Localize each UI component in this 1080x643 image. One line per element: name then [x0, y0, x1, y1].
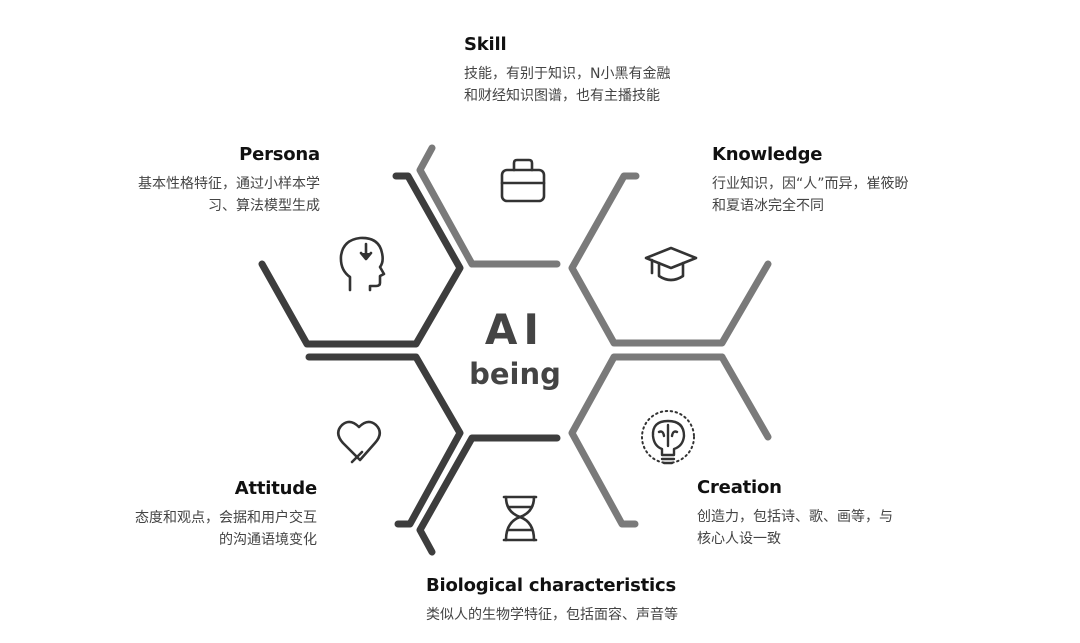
skill-desc-line1: 技能，有别于知识，N小黑有金融 — [464, 66, 671, 82]
skill-description: 技能，有别于知识，N小黑有金融 和财经知识图谱，也有主播技能 — [464, 63, 714, 107]
creation-desc-line2: 核心人设一致 — [697, 531, 781, 547]
creation-title: Creation — [697, 477, 782, 498]
heart-icon — [336, 420, 382, 464]
skill-desc-line2: 和财经知识图谱，也有主播技能 — [464, 88, 660, 104]
persona-description: 基本性格特征，通过小样本学 习、算法模型生成 — [90, 173, 320, 217]
brain-bulb-icon — [641, 410, 695, 465]
creation-desc-line1: 创造力，包括诗、歌、画等，与 — [697, 509, 893, 525]
dna-icon — [502, 495, 538, 542]
creation-hex-segment — [568, 353, 726, 528]
persona-desc-line2: 习、算法模型生成 — [208, 198, 320, 214]
knowledge-desc-line2: 和夏语冰完全不同 — [712, 198, 824, 214]
attitude-hex-segment — [305, 353, 464, 528]
center-title-ai: AI — [484, 305, 546, 354]
knowledge-title: Knowledge — [712, 144, 823, 165]
skill-title: Skill — [464, 34, 507, 55]
biological-desc-line1: 类似人的生物学特征，包括面容、声音等 — [426, 607, 678, 623]
biological-description: 类似人的生物学特征，包括面容、声音等 — [426, 604, 756, 626]
knowledge-desc-line1: 行业知识，因“人”而异，崔筱盼 — [712, 176, 909, 192]
biological-title: Biological characteristics — [426, 575, 676, 596]
biological-hex-segment — [416, 434, 561, 556]
skill-label: Skill 技能，有别于知识，N小黑有金融 和财经知识图谱，也有主播技能 — [464, 33, 714, 107]
persona-label: Persona 基本性格特征，通过小样本学 习、算法模型生成 — [90, 143, 320, 217]
attitude-description: 态度和观点，会据和用户交互 的沟通语境变化 — [85, 507, 317, 551]
attitude-label: Attitude 态度和观点，会据和用户交互 的沟通语境变化 — [85, 477, 317, 551]
knowledge-hex-segment — [568, 172, 772, 347]
graduation-cap-icon — [644, 246, 698, 282]
briefcase-icon — [500, 158, 546, 203]
persona-hex-segment — [258, 172, 464, 348]
persona-title: Persona — [239, 144, 320, 165]
knowledge-label: Knowledge 行业知识，因“人”而异，崔筱盼 和夏语冰完全不同 — [712, 143, 962, 217]
knowledge-description: 行业知识，因“人”而异，崔筱盼 和夏语冰完全不同 — [712, 173, 962, 217]
biological-label: Biological characteristics 类似人的生物学特征，包括面… — [426, 574, 756, 626]
attitude-title: Attitude — [234, 478, 317, 499]
creation-hex-connector — [718, 353, 772, 441]
head-download-icon — [339, 236, 386, 292]
persona-desc-line1: 基本性格特征，通过小样本学 — [138, 176, 320, 192]
creation-description: 创造力，包括诗、歌、画等，与 核心人设一致 — [697, 506, 947, 550]
attitude-desc-line1: 态度和观点，会据和用户交互 — [135, 510, 317, 526]
attitude-desc-line2: 的沟通语境变化 — [219, 532, 317, 548]
skill-hex-segment — [416, 144, 561, 268]
creation-label: Creation 创造力，包括诗、歌、画等，与 核心人设一致 — [697, 476, 947, 550]
center-title-being: being — [469, 357, 561, 391]
